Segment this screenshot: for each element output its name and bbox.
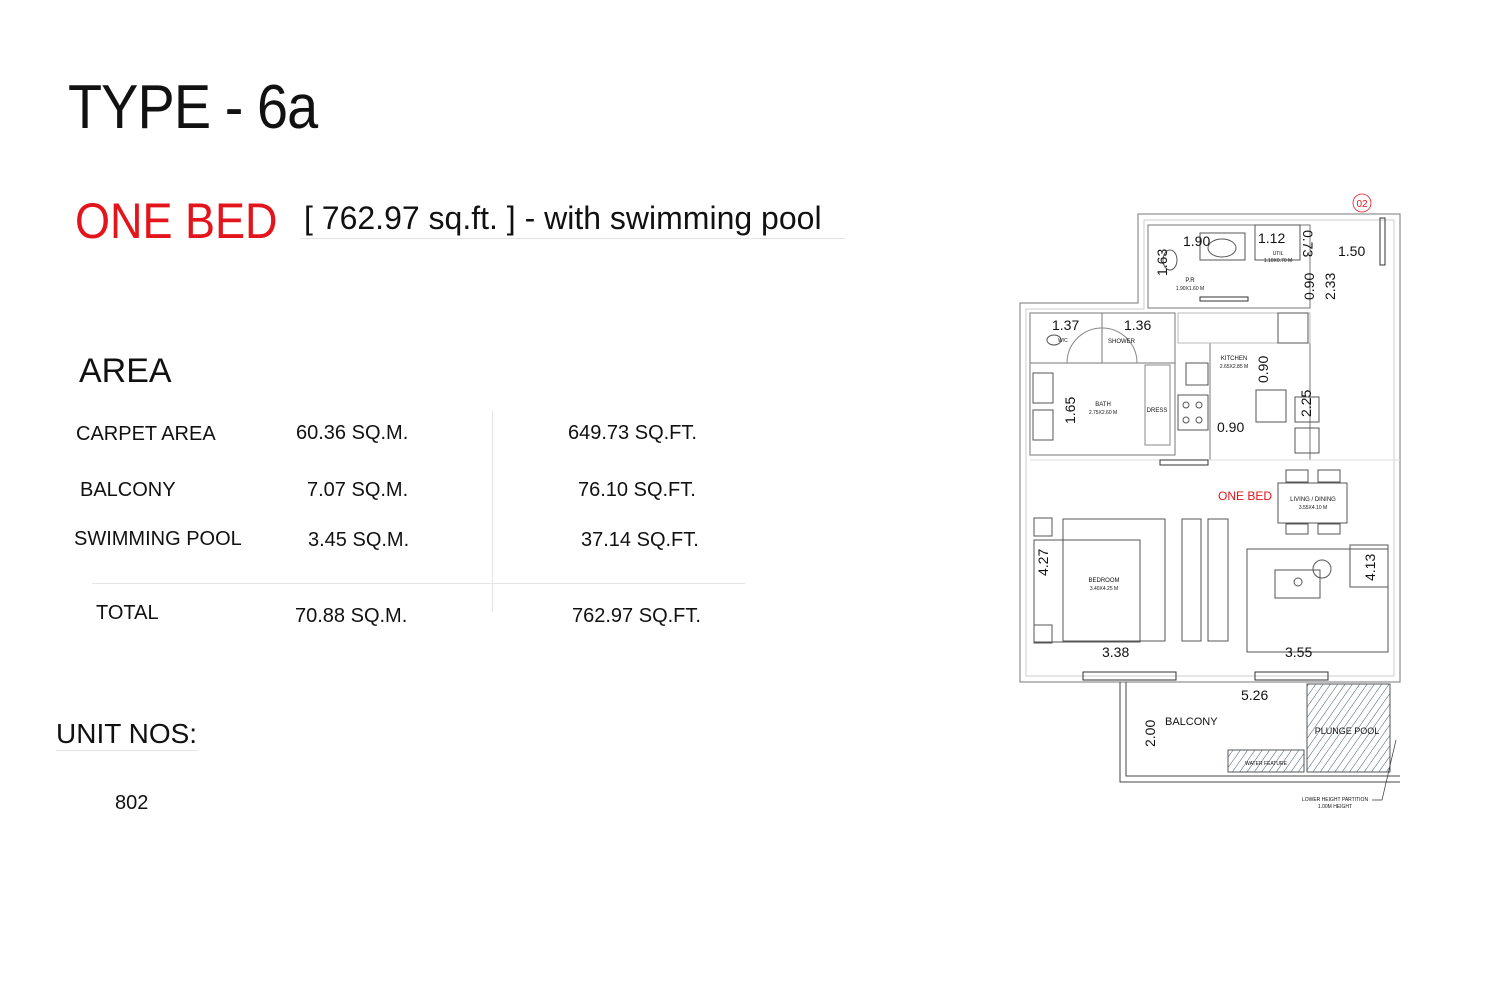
dimension: 5.26 (1241, 687, 1268, 703)
dimension: 0.90 (1217, 419, 1244, 435)
room-label: P.R (1185, 278, 1195, 284)
balcony-walls (1119, 682, 1400, 783)
room-label: W/C (1058, 338, 1068, 344)
room-label: LIVING / DINING (1290, 497, 1336, 503)
unit-badge-icon (1352, 193, 1372, 213)
dimension: 1.50 (1338, 243, 1365, 259)
dimension: 3.38 (1102, 644, 1129, 660)
dimension: 1.37 (1052, 317, 1079, 333)
unit-badge: 02 (1356, 199, 1368, 210)
area-heading: AREA (79, 352, 172, 390)
divider (492, 410, 493, 612)
furniture (1032, 217, 1389, 681)
divider (92, 583, 745, 584)
room-label: SHOWER (1108, 339, 1136, 345)
area-sqft: 649.73 SQ.FT. (568, 422, 697, 444)
room-label: KITCHEN (1221, 356, 1247, 362)
dimension: 4.13 (1362, 554, 1378, 581)
total-sqft: 762.97 SQ.FT. (572, 605, 701, 627)
room-label: BEDROOM (1088, 578, 1119, 584)
area-sqm: 60.36 SQ.M. (296, 422, 409, 444)
room-size: 3.40X4.25 M (1090, 586, 1118, 592)
area-sqft: 37.14 SQ.FT. (581, 529, 699, 551)
leader-line (1372, 739, 1397, 801)
room-label: UTIL (1273, 251, 1284, 257)
water-feature (1227, 749, 1305, 773)
room-label: PLUNGE POOL (1315, 726, 1380, 736)
floor-plan: 02 1.90 1.12 0.73 1.50 1.63 0.90 2.33 1.… (1019, 193, 1401, 810)
room-label: BATH (1095, 402, 1111, 408)
plunge-pool (1306, 683, 1391, 773)
room-label: DRESS (1147, 408, 1168, 414)
divider (300, 238, 845, 239)
area-sqm: 7.07 SQ.M. (307, 479, 409, 501)
area-label: SWIMMING POOL (74, 528, 242, 550)
dimension: 2.00 (1142, 720, 1158, 747)
room-size: 1.90X1.60 M (1176, 286, 1204, 292)
total-sqm: 70.88 SQ.M. (295, 605, 408, 627)
dimension: 2.25 (1298, 390, 1314, 417)
room-label: WATER FEATURE (1245, 761, 1288, 767)
dimension: 1.36 (1124, 317, 1151, 333)
area-label: BALCONY (80, 479, 176, 501)
annotation: LOWER HEIGHT PARTITION (1302, 797, 1369, 803)
dimension: 2.33 (1322, 273, 1338, 300)
dimension: 3.55 (1285, 644, 1312, 660)
unit-subtitle: [ 762.97 sq.ft. ] - with swimming pool (304, 200, 822, 236)
plan-unit-type: ONE BED (1218, 489, 1272, 503)
unit-number: 802 (115, 792, 149, 814)
divider (56, 750, 198, 751)
room-size: 3.55X4.10 M (1299, 505, 1327, 511)
room-size: 2.65X2.85 M (1220, 364, 1248, 370)
room-label: BALCONY (1165, 716, 1218, 728)
dimension: 1.63 (1154, 249, 1170, 276)
annotation: 1.00M HEIGHT (1318, 804, 1352, 810)
unit-type: ONE BED (75, 193, 278, 249)
dimension: 1.90 (1183, 233, 1210, 249)
dimension: 1.65 (1062, 397, 1078, 424)
dimension: 1.12 (1258, 230, 1285, 246)
dimension: 0.90 (1255, 356, 1271, 383)
room-size: 2.75X2.60 M (1089, 410, 1117, 416)
total-label: TOTAL (96, 602, 159, 624)
area-sqm: 3.45 SQ.M. (308, 529, 410, 551)
page-title: TYPE - 6a (68, 73, 318, 142)
unit-nos-heading: UNIT NOS: (56, 718, 198, 749)
area-label: CARPET AREA (76, 423, 216, 445)
area-sqft: 76.10 SQ.FT. (578, 479, 696, 501)
room-size: 1.10X0.70 M (1264, 258, 1292, 264)
dimension: 0.73 (1300, 230, 1316, 257)
walls (1019, 213, 1401, 683)
dimension: 4.27 (1035, 549, 1051, 576)
dimension: 0.90 (1301, 273, 1317, 300)
